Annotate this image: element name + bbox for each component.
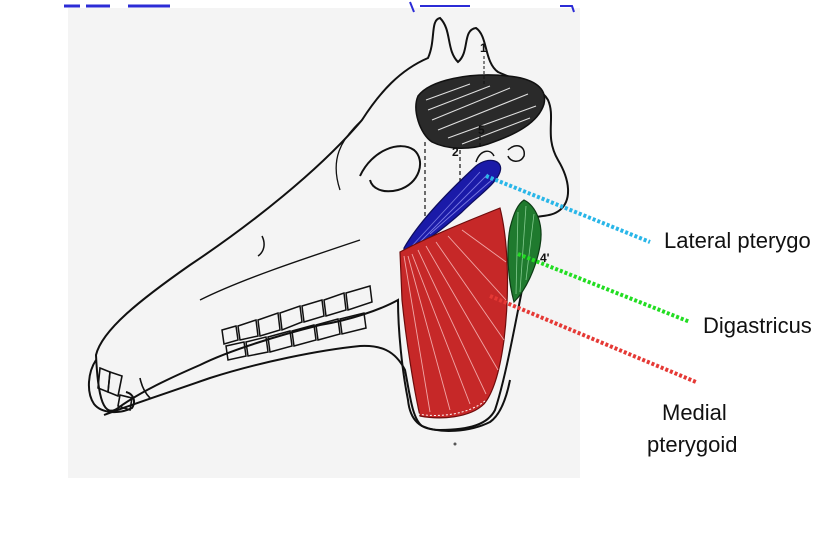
label-lateral-pterygoid: Lateral pterygo (664, 228, 811, 253)
incisor-teeth (97, 366, 151, 412)
medial-pterygoid-margin (417, 399, 487, 416)
medial-pterygoid-striations (403, 229, 507, 413)
digastricus-striations (515, 205, 535, 295)
diagram-number-4-prime: 4' (540, 251, 550, 265)
digastricus-leader (517, 252, 691, 324)
lateral-pterygoid-leader (485, 174, 651, 244)
infraorbital-mark (257, 235, 265, 257)
medial-pterygoid-muscle (399, 207, 509, 419)
medial-pterygoid-leader (489, 294, 697, 384)
label-digastricus: Digastricus (703, 313, 812, 338)
header-fragment-right (409, 1, 575, 13)
specimen-mark (453, 442, 457, 446)
temporal-line (335, 119, 363, 191)
ear-canal (507, 145, 525, 162)
upper-molars (221, 285, 373, 345)
lateral-pterygoid-striations (411, 171, 495, 247)
temporal-muscle (415, 74, 546, 149)
reference-dashes (424, 136, 481, 230)
diagram-number-2: 2 (452, 145, 459, 159)
mandible-outline (103, 344, 511, 432)
label-medial-pterygoid-line1: Medial (662, 400, 727, 425)
diagram-number-5: 5 (478, 123, 485, 137)
diagram-number-1: 1 (480, 41, 487, 55)
label-medial-pterygoid-line2: pterygoid (647, 432, 738, 457)
muscle-5-tendon (475, 150, 495, 163)
lower-molars (225, 312, 367, 361)
skull-outline (94, 16, 569, 432)
orbit-outline (359, 145, 422, 193)
facial-crest (199, 239, 361, 301)
lip-outline (88, 359, 135, 414)
temporal-muscle-hatching (425, 83, 537, 145)
